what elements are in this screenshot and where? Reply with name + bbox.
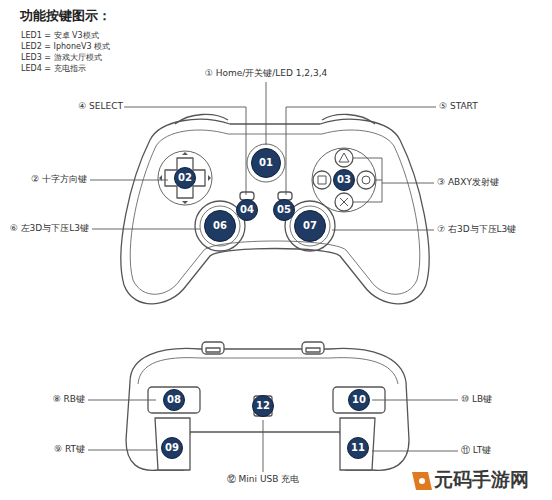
callout-number-text: 11 bbox=[351, 443, 365, 453]
callout-label: ⑩ LB键 bbox=[460, 394, 493, 405]
callout-number-text: 09 bbox=[165, 443, 179, 453]
callout-label: ② 十字方向键 bbox=[30, 174, 88, 185]
led-note: LED3 = 游戏大厅模式 bbox=[20, 53, 103, 63]
callout-number: 06 bbox=[204, 210, 236, 242]
callout-label: ⑪ LT键 bbox=[460, 445, 492, 456]
callout-number: 08 bbox=[163, 389, 185, 411]
callout-number-text: 05 bbox=[277, 205, 291, 215]
callout-number: 12 bbox=[252, 395, 274, 417]
callout-number: 02 bbox=[174, 167, 196, 189]
callout-label: ① Home/开关键/LED 1,2,3,4 bbox=[204, 68, 329, 79]
callout-number-text: 03 bbox=[337, 175, 351, 185]
diagram-title: 功能按键图示： bbox=[20, 8, 111, 24]
led-note: LED2 = IphoneV3 模式 bbox=[20, 42, 111, 52]
led-note: LED4 = 充电指示 bbox=[20, 64, 87, 74]
callout-label: ⑧ RB键 bbox=[52, 394, 86, 405]
callout-label: ⑤ START bbox=[438, 101, 479, 112]
callout-number: 10 bbox=[348, 389, 370, 411]
callout-number: 01 bbox=[251, 148, 281, 178]
watermark-logo bbox=[412, 472, 432, 490]
callout-label: ⑦ 右3D与下压L3键 bbox=[436, 224, 517, 235]
callout-number-text: 02 bbox=[178, 173, 192, 183]
callout-label: ⑥ 左3D与下压L3键 bbox=[9, 223, 90, 234]
callout-number-text: 01 bbox=[259, 158, 273, 168]
callout-number: 09 bbox=[161, 437, 183, 459]
callout-label: ④ SELECT bbox=[77, 101, 124, 112]
callout-number: 05 bbox=[273, 199, 295, 221]
callout-label: ⑫ Mini USB 充电 bbox=[226, 474, 301, 485]
callout-number-text: 10 bbox=[352, 395, 366, 405]
callout-number-text: 06 bbox=[213, 221, 227, 231]
watermark: 元码手游网 bbox=[434, 468, 529, 491]
callout-number: 03 bbox=[333, 169, 355, 191]
callout-number-text: 08 bbox=[167, 395, 181, 405]
callout-number-text: 07 bbox=[303, 221, 317, 231]
callout-number-text: 12 bbox=[256, 401, 270, 411]
callout-label: ③ ABXY发射键 bbox=[436, 177, 500, 188]
callout-number-text: 04 bbox=[240, 205, 254, 215]
callout-number: 07 bbox=[294, 210, 326, 242]
callout-label: ⑨ RT键 bbox=[53, 444, 86, 455]
led-note: LED1 = 安卓 V3模式 bbox=[20, 31, 100, 41]
callout-number: 11 bbox=[347, 437, 369, 459]
callout-number: 04 bbox=[236, 199, 258, 221]
